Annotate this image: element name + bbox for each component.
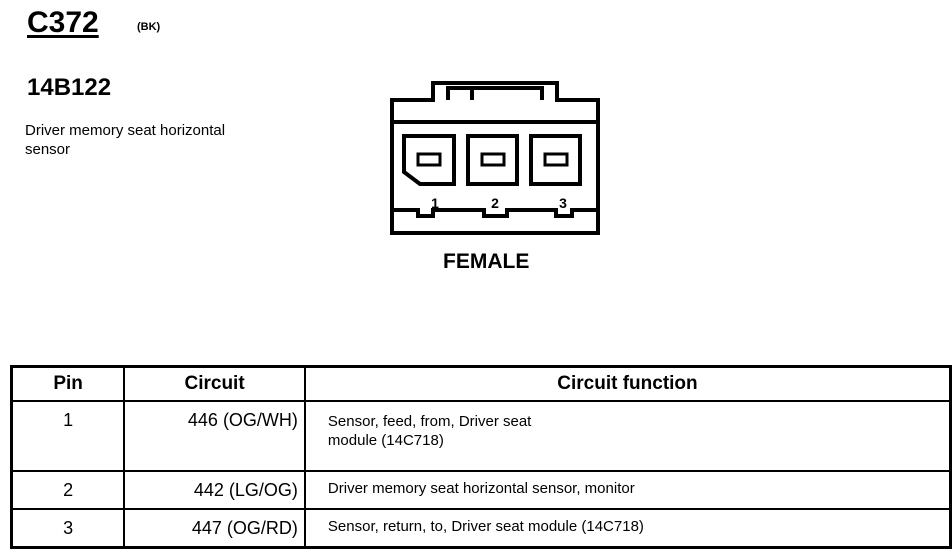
header-circuit-function: Circuit function: [303, 365, 952, 402]
header-circuit: Circuit: [123, 365, 306, 402]
table-row: 3 447 (OG/RD) Sensor, return, to, Driver…: [10, 508, 952, 549]
pin-cavity-1: [402, 134, 456, 186]
circuit-function-line: Driver memory seat horizontal sensor, mo…: [327, 480, 635, 497]
pinout-table: Pin Circuit Circuit function 1 446 (OG/W…: [10, 365, 952, 549]
latch-outline: [446, 86, 544, 100]
pin-label-1: 1: [431, 195, 439, 211]
pin-label-2: 2: [491, 195, 499, 211]
table-row: 2 442 (LG/OG) Driver memory seat horizon…: [10, 470, 952, 510]
terminal-3: [543, 152, 569, 167]
pin-number: 3: [10, 508, 126, 549]
pin-cavity-3: [529, 134, 582, 186]
pin-number: 1: [10, 400, 126, 472]
circuit-function-line: Sensor, return, to, Driver seat module (…: [327, 518, 644, 535]
header-pin: Pin: [10, 365, 126, 402]
circuit-function: Driver memory seat horizontal sensor, mo…: [303, 470, 952, 510]
circuit-id: 446 (OG/WH): [123, 400, 306, 472]
pin-cavity-2: [466, 134, 519, 186]
connector-face-diagram: 1 2 3: [390, 81, 600, 235]
circuit-function-line: Sensor, feed, from, Driver seat: [327, 413, 532, 430]
table-row: 1 446 (OG/WH) Sensor, feed, from, Driver…: [10, 400, 952, 472]
connector-body: [390, 81, 600, 235]
keyway-edge: [392, 208, 598, 218]
pin-number: 2: [10, 470, 126, 510]
connector-gender: FEMALE: [443, 250, 530, 273]
part-number: 14B122: [27, 74, 112, 101]
circuit-function-line: module (14C718): [327, 432, 444, 449]
circuit-id: 447 (OG/RD): [123, 508, 306, 549]
terminal-1: [416, 152, 442, 167]
circuit-function: Sensor, return, to, Driver seat module (…: [303, 508, 952, 549]
circuit-id: 442 (LG/OG): [123, 470, 306, 510]
circuit-function: Sensor, feed, from, Driver seat module (…: [303, 400, 952, 472]
connector-id: C372: [27, 6, 99, 39]
connector-color-code: (BK): [137, 21, 161, 33]
pin-label-3: 3: [559, 195, 567, 211]
component-description: Driver memory seat horizontal sensor: [25, 122, 226, 158]
terminal-2: [480, 152, 506, 167]
